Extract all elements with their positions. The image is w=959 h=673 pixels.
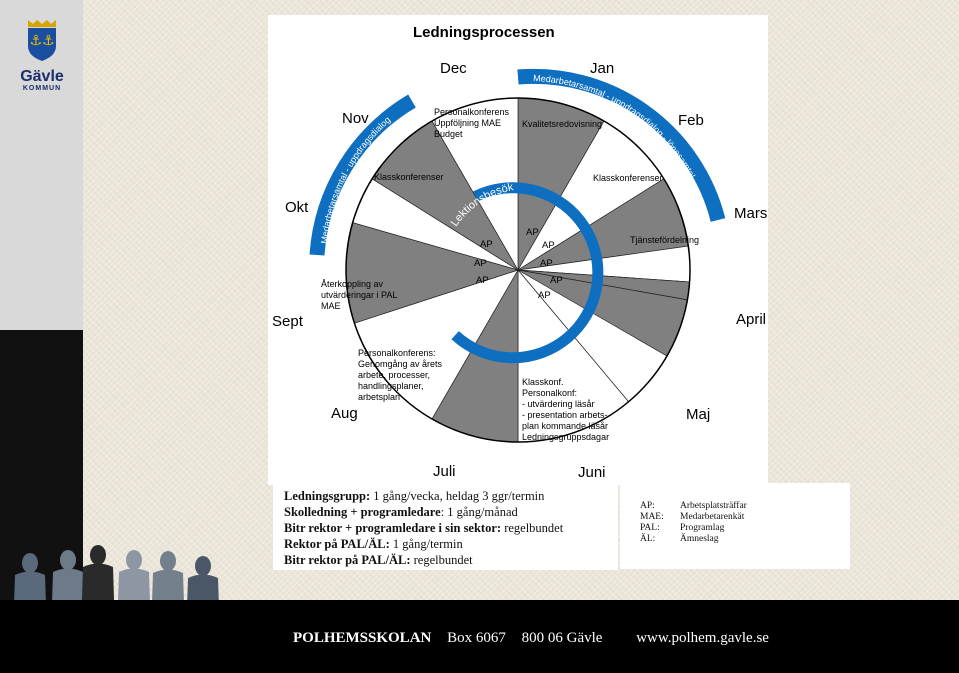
sector-label-juni: Personalkonf:: [522, 388, 577, 398]
info-line: Skolledning + programledare: 1 gång/måna…: [284, 505, 518, 520]
diagram-title: Ledningsprocessen: [413, 24, 555, 41]
month-label: Sept: [272, 313, 304, 330]
legend-desc: Arbetsplatsträffar: [680, 501, 747, 511]
month-label: April: [736, 311, 766, 328]
ap-label: AP: [480, 239, 493, 250]
logo-subtitle: KOMMUN: [18, 85, 66, 92]
ap-label: AP: [540, 258, 553, 269]
svg-text:⚓⚓: ⚓⚓: [29, 33, 54, 49]
footer-city: 800 06 Gävle: [522, 630, 603, 646]
info-line: Ledningsgrupp: 1 gång/vecka, heldag 3 gg…: [284, 489, 544, 504]
legend-desc: Medarbetarenkät: [680, 512, 744, 522]
month-label: Dec: [440, 60, 467, 77]
ap-label: AP: [474, 258, 487, 269]
gavle-logo: ⚓⚓ Gävle KOMMUN: [18, 18, 66, 92]
legend-desc: Programlag: [680, 523, 724, 533]
footer-box: Box 6067: [447, 630, 506, 646]
sector-label-dec: Budget: [434, 129, 463, 139]
month-label: Aug: [331, 405, 358, 422]
month-label: Nov: [342, 110, 369, 127]
sector-label-aug: Genomgång av årets: [358, 359, 443, 369]
month-label: Juni: [578, 464, 606, 481]
sector-label-dec: Personalkonferens: [434, 107, 510, 117]
ap-label: AP: [542, 240, 555, 251]
sector-label-sept: MAE: [321, 301, 341, 311]
coat-of-arms-icon: ⚓⚓: [24, 18, 60, 62]
month-label: Feb: [678, 112, 704, 129]
sector-label-juni: - utvärdering läsår: [522, 399, 595, 409]
footer-web[interactable]: www.polhem.gavle.se: [636, 630, 769, 646]
info-line: Rektor på PAL/ÄL: 1 gång/termin: [284, 537, 463, 552]
sector-label-juni: Ledningsgruppsdagar: [522, 432, 609, 442]
sector-label-aug: arbete, processer,: [358, 370, 430, 380]
month-label: Okt: [285, 199, 309, 216]
legend-panel: AP: Arbetsplatsträffar MAE: Medarbetaren…: [620, 483, 850, 569]
sector-label-klass-feb: Klasskonferenser: [593, 173, 663, 183]
month-label: Mars: [734, 205, 767, 222]
ap-label: AP: [526, 227, 539, 238]
month-label: Juli: [433, 463, 456, 480]
sector-label-tjanst: Tjänstefördelning: [630, 235, 699, 245]
ap-label: AP: [538, 290, 551, 301]
sector-label-juni: - presentation arbets-: [522, 410, 608, 420]
sector-label-aug: Personalkonferens:: [358, 348, 436, 358]
sector-label-dec: Uppföljning MAE: [434, 118, 501, 128]
sector-label-sept: utvärderingar i PAL: [321, 290, 397, 300]
legend-abbr: ÄL:: [640, 534, 655, 544]
info-line: Bitr rektor på PAL/ÄL: regelbundet: [284, 553, 473, 568]
sector-label-sept: Återkoppling av: [321, 279, 384, 289]
ledningsprocessen-diagram: Ledningsprocessen Medarbetarsamtal - upp…: [268, 15, 768, 485]
legend-desc: Ämneslag: [680, 534, 719, 544]
info-line: Bitr rektor + programledare i sin sektor…: [284, 521, 563, 536]
sector-label-juni: plan kommande läsår: [522, 421, 608, 431]
sector-label-klass-okt: Klasskonferenser: [374, 172, 444, 182]
diagram-panel: Ledningsprocessen Medarbetarsamtal - upp…: [268, 15, 768, 485]
month-label: Jan: [590, 60, 614, 77]
footer-text: POLHEMSSKOLAN Box 6067 800 06 Gävle www.…: [293, 630, 781, 647]
month-label: Maj: [686, 406, 710, 423]
legend-abbr: MAE:: [640, 512, 664, 522]
logo-name: Gävle: [18, 69, 66, 85]
sector-label-juni: Klasskonf.: [522, 377, 564, 387]
legend-abbr: PAL:: [640, 523, 660, 533]
sector-label-aug: handlingsplaner,: [358, 381, 424, 391]
sector-label-aug: arbetsplan: [358, 392, 400, 402]
ap-label: AP: [550, 275, 563, 286]
footer-school: POLHEMSSKOLAN: [293, 630, 431, 646]
info-panel: Ledningsgrupp: 1 gång/vecka, heldag 3 gg…: [273, 484, 618, 570]
ap-label: AP: [476, 275, 489, 286]
legend-abbr: AP:: [640, 501, 655, 511]
sector-label-kvalitet: Kvalitetsredovisning: [522, 119, 602, 129]
